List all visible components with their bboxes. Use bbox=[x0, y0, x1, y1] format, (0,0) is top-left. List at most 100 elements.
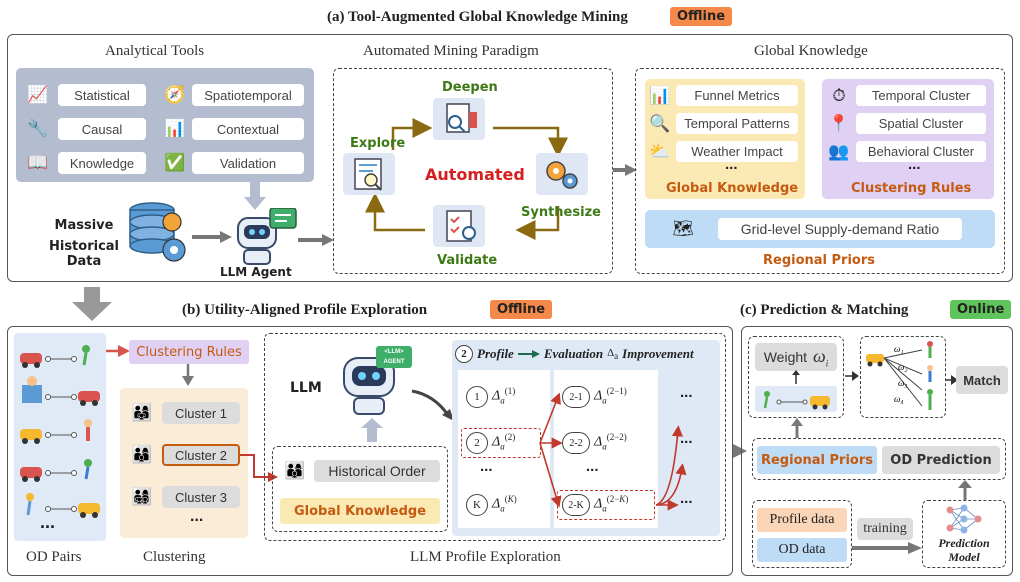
cluster-temporal: Temporal Cluster bbox=[856, 85, 986, 106]
section-b-frame bbox=[7, 326, 733, 576]
svg-text:ω₁: ω₁ bbox=[894, 344, 903, 354]
matching-frame bbox=[860, 336, 946, 418]
od-pair-mini bbox=[755, 386, 837, 412]
header-delta-symbol: Δa bbox=[607, 346, 619, 362]
offline-badge-a: Offline bbox=[670, 7, 733, 26]
section-c-frame bbox=[741, 326, 1013, 576]
training-arrow bbox=[852, 542, 922, 554]
omega-symbol: ωi bbox=[813, 345, 829, 369]
llm-agent-badge: <LLM> AGENT bbox=[376, 346, 412, 368]
causal-icon: 🔧 bbox=[27, 119, 49, 138]
knowledge-funnel-metrics: Funnel Metrics bbox=[676, 85, 798, 106]
section-c-title: (c) Prediction & Matching bbox=[740, 302, 909, 318]
profile-node-1: 1 bbox=[466, 386, 488, 408]
od-pairs-graphic bbox=[20, 345, 100, 518]
mining-cycle-arrows bbox=[365, 118, 568, 240]
cluster-1: Cluster 1 bbox=[162, 402, 240, 424]
svg-text:ω₄: ω₄ bbox=[894, 394, 903, 404]
llm-exploration-frame bbox=[264, 333, 726, 541]
temporal-patterns-icon: 🔍 bbox=[649, 114, 671, 133]
profile-node-2: 2 bbox=[466, 432, 488, 454]
tools-down-arrow bbox=[244, 182, 266, 210]
training-label: training bbox=[857, 518, 913, 540]
knowledge-icon: 📖 bbox=[27, 153, 49, 172]
weight-label: Weight bbox=[763, 349, 808, 365]
section-b-title: (b) Utility-Aligned Profile Exploration bbox=[182, 302, 428, 318]
od-to-rules-arrow bbox=[106, 345, 130, 357]
validation-icon: ✅ bbox=[164, 153, 186, 172]
a-to-b-arrow bbox=[72, 287, 112, 321]
weight-to-match-arrow bbox=[845, 371, 859, 381]
agent-to-mining-arrow bbox=[298, 234, 334, 246]
llm-label: LLM bbox=[290, 380, 322, 396]
model-frame bbox=[922, 500, 1006, 568]
mining-to-knowledge-arrow bbox=[613, 164, 637, 176]
b-to-c-arrow bbox=[733, 444, 747, 458]
validate-label: Validate bbox=[437, 253, 498, 268]
profile-node-k: K bbox=[466, 494, 488, 516]
weight-up-arrow bbox=[792, 370, 800, 384]
tree-more-1: ... bbox=[680, 384, 693, 401]
contextual-icon: 📊 bbox=[164, 119, 186, 138]
od-data-box: OD data bbox=[757, 538, 847, 562]
profile-tree-header: 2 Profile Evaluation Δa Improvement bbox=[455, 345, 694, 363]
clustering-rules-label: Clustering Rules bbox=[851, 181, 972, 196]
history-group-icon: 👨‍👩‍👦 bbox=[284, 461, 306, 480]
data-source-label: Massive Historical Data bbox=[38, 218, 130, 269]
model-line2: Model bbox=[948, 550, 980, 564]
delta-2-2: Δa(2−2) bbox=[594, 432, 627, 452]
profile-node-2-k: 2-K bbox=[562, 494, 590, 516]
cluster-2-icon: 👨‍👩‍👦 bbox=[131, 445, 153, 464]
regional-grid-ratio: Grid-level Supply-demand Ratio bbox=[718, 218, 962, 240]
svg-text:ω₂: ω₂ bbox=[898, 362, 907, 372]
knowledge-weather-impact: Weather Impact bbox=[676, 141, 798, 162]
deepen-label: Deepen bbox=[442, 80, 498, 95]
offline-badge-b: Offline bbox=[490, 300, 553, 319]
section-a-title: (a) Tool-Augmented Global Knowledge Mini… bbox=[327, 9, 628, 25]
delta-2: Δa(2) bbox=[492, 432, 516, 452]
weight-box: Weight ωi bbox=[755, 343, 837, 371]
database-icon bbox=[129, 202, 186, 262]
explore-label: Explore bbox=[350, 136, 406, 151]
llm-agent-label: LLM Agent bbox=[220, 265, 292, 279]
knowledge-to-llm-arrow bbox=[361, 418, 383, 442]
improvement-header: Improvement bbox=[622, 346, 694, 361]
mining-panel bbox=[333, 68, 613, 274]
matching-graphic: ω₁ ω₂ ω₃ ω₄ bbox=[866, 341, 933, 410]
od-pairs-more: ... bbox=[40, 512, 56, 532]
weather-impact-icon: ⛅ bbox=[649, 142, 671, 161]
cluster-3-icon: 👨‍👩‍👧‍👦 bbox=[131, 487, 153, 506]
statistical-icon: 📈 bbox=[27, 85, 49, 104]
llm-inputs-frame bbox=[272, 446, 448, 532]
data-source-line1: Massive bbox=[54, 218, 114, 233]
tool-causal: Causal bbox=[58, 118, 146, 140]
mining-title: Automated Mining Paradigm bbox=[363, 43, 539, 59]
funnel-metrics-icon: 📊 bbox=[649, 86, 671, 105]
deepen-icon bbox=[433, 98, 485, 140]
training-data-frame bbox=[752, 500, 852, 568]
right-ellipsis: ... bbox=[586, 458, 599, 475]
delta-1: Δa(1) bbox=[492, 386, 516, 406]
model-up-arrow bbox=[958, 480, 972, 500]
clustering-caption: Clustering bbox=[143, 549, 206, 565]
step-number: 2 bbox=[455, 345, 473, 363]
synthesize-label: Synthesize bbox=[521, 205, 601, 220]
neural-network-icon bbox=[946, 504, 982, 534]
evaluation-header: Evaluation bbox=[543, 346, 604, 361]
profile-node-2-1: 2-1 bbox=[562, 386, 590, 408]
match-box: Match bbox=[956, 366, 1008, 394]
clustering-rules-more: ... bbox=[908, 156, 921, 173]
svg-text:ω₃: ω₃ bbox=[898, 378, 907, 388]
tools-title: Analytical Tools bbox=[105, 43, 205, 59]
header-arrow-icon bbox=[517, 350, 540, 358]
section-a-frame bbox=[7, 34, 1013, 282]
robot-agent-icon bbox=[237, 208, 297, 265]
cluster-behavioral: Behavioral Cluster bbox=[856, 141, 986, 162]
prediction-model-label: Prediction Model bbox=[922, 536, 1006, 564]
explore-icon bbox=[343, 153, 395, 195]
tool-contextual: Contextual bbox=[192, 118, 304, 140]
knowledge-temporal-patterns: Temporal Patterns bbox=[676, 113, 798, 134]
regional-priors-output: Regional Priors bbox=[757, 446, 877, 474]
rules-to-clusters-arrow bbox=[182, 364, 194, 386]
cluster-spatial: Spatial Cluster bbox=[856, 113, 986, 134]
